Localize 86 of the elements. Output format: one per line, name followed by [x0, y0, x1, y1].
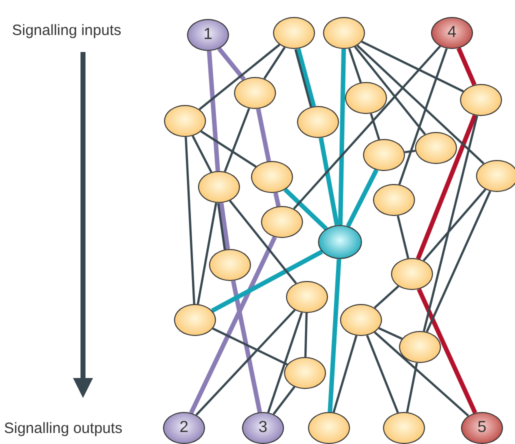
- network-node: [297, 106, 339, 138]
- network-node: [251, 161, 293, 193]
- connector-line: [293, 45, 441, 210]
- network-node: [286, 281, 328, 313]
- node-number: 3: [258, 419, 268, 437]
- network-node: [318, 225, 362, 259]
- network-node: [461, 412, 503, 444]
- connector-line: [422, 115, 478, 332]
- connector-line: [406, 362, 418, 412]
- connector-line: [304, 312, 308, 358]
- network-node: [261, 206, 303, 238]
- connector-line: [195, 309, 296, 416]
- connector-line: [374, 285, 400, 309]
- connector-line: [348, 48, 362, 83]
- network-node: [476, 160, 515, 192]
- connector-line: [189, 236, 277, 414]
- connector-line: [370, 113, 380, 140]
- network-node: [431, 17, 473, 49]
- axis-label: Signalling inputs: [12, 22, 122, 39]
- connector-line: [217, 203, 226, 250]
- connector-line: [354, 46, 426, 136]
- connector-line: [196, 202, 218, 304]
- connector-line: [416, 114, 478, 260]
- connector-line: [198, 44, 280, 110]
- network-node: [373, 184, 415, 216]
- connector-line: [192, 135, 212, 173]
- connector-line: [284, 188, 328, 230]
- axis-label: Signalling outputs: [4, 420, 122, 437]
- connector-line: [212, 328, 288, 366]
- network-node: [415, 132, 457, 164]
- connector-line: [356, 44, 484, 164]
- connector-line: [219, 202, 230, 250]
- network-node: [163, 412, 205, 444]
- connector-line: [404, 150, 416, 154]
- network-node: [399, 331, 441, 363]
- network-node: [242, 412, 284, 444]
- connector-line: [206, 50, 220, 172]
- network-node: [234, 77, 276, 109]
- network-node: [187, 19, 229, 51]
- network-node: [209, 249, 251, 281]
- node-number: 2: [180, 419, 188, 437]
- connector-line: [328, 258, 342, 412]
- connector-line: [231, 280, 262, 413]
- connector-line: [374, 331, 470, 417]
- connector-line: [224, 108, 250, 172]
- network-node: [383, 412, 425, 444]
- connector-line: [416, 288, 478, 414]
- network-node: [308, 412, 350, 444]
- connector-line: [398, 48, 448, 185]
- connector-line: [346, 168, 378, 228]
- connector-line: [263, 46, 286, 80]
- connector-line: [229, 200, 297, 284]
- connector-line: [426, 190, 492, 332]
- connector-line: [332, 335, 358, 413]
- connector-line: [272, 386, 296, 415]
- network-node: [174, 304, 216, 336]
- connector-line: [294, 49, 312, 108]
- connector-line: [267, 312, 303, 413]
- node-number: 4: [448, 24, 456, 42]
- connector-line: [366, 334, 399, 414]
- network-node: [284, 357, 326, 389]
- connector-line: [456, 47, 476, 86]
- connector-line: [396, 215, 410, 259]
- connector-line: [361, 40, 464, 92]
- connector-line: [211, 250, 323, 313]
- network-node: [391, 258, 433, 290]
- connector-line: [378, 327, 402, 340]
- network-node: [273, 17, 315, 49]
- connector-line: [184, 136, 196, 304]
- network-node: [164, 105, 206, 137]
- connector-line: [296, 48, 316, 107]
- network-node: [198, 171, 240, 203]
- network-node: [345, 82, 387, 114]
- network-node: [323, 17, 365, 49]
- connector-line: [318, 137, 340, 226]
- connector-line: [338, 48, 346, 226]
- connector-line: [256, 108, 271, 162]
- node-number: 1: [204, 26, 212, 44]
- network-node: [460, 84, 502, 116]
- network-node: [363, 139, 405, 171]
- connector-line: [217, 47, 246, 81]
- connector-line: [200, 130, 257, 168]
- connector-line: [273, 192, 281, 207]
- network-node: [340, 304, 382, 336]
- connector-line: [422, 188, 486, 262]
- node-number: 5: [478, 419, 486, 437]
